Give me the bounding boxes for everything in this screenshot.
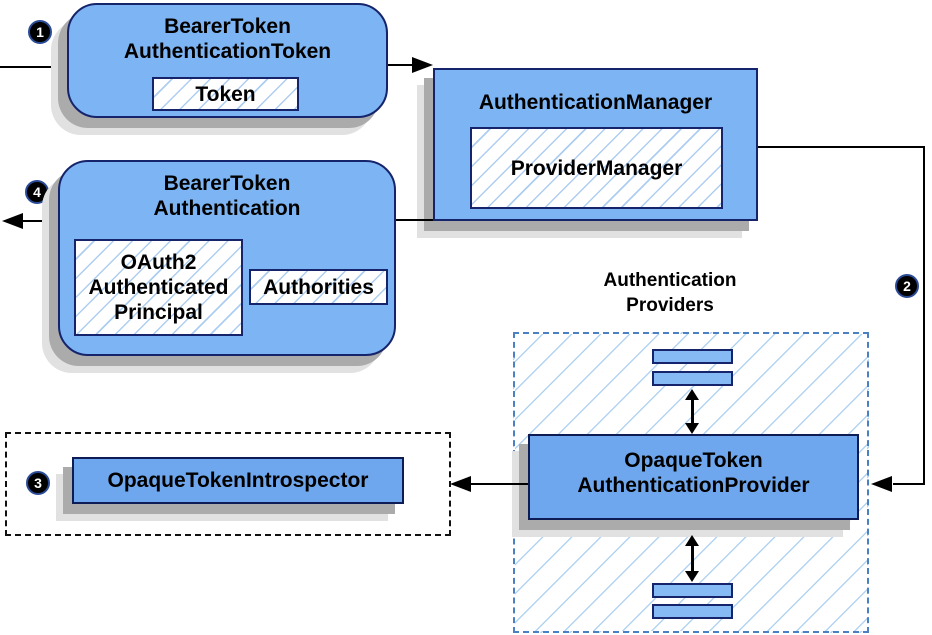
token-chip: Token (152, 77, 299, 111)
principal-line3: Principal (114, 301, 203, 324)
provider-stub-bottom-1 (652, 583, 733, 598)
authorities-label: Authorities (263, 275, 374, 299)
provider-stub-bottom-2 (652, 604, 733, 619)
principal-line2: Authenticated (88, 276, 229, 299)
request-in-line (0, 66, 69, 68)
authentication-providers-label-line1: Authentication (603, 270, 737, 291)
opaque-token-authentication-provider-line1: OpaqueToken (624, 449, 763, 472)
authentication-manager-box: AuthenticationManager ProviderManager (433, 68, 758, 221)
bearer-token-authentication-box: BearerToken Authentication OAuth2 Authen… (58, 160, 396, 356)
authentication-manager-title: AuthenticationManager (478, 91, 713, 114)
bearer-token-authentication-token-title-line2: AuthenticationToken (123, 40, 332, 63)
opaque-token-introspector-box: OpaqueTokenIntrospector (72, 457, 404, 504)
step-2-badge: 2 (895, 274, 919, 298)
authentication-providers-label-line2: Providers (626, 295, 714, 316)
bearer-token-authentication-token-title-line1: BearerToken (164, 15, 291, 38)
principal-line1: OAuth2 (120, 251, 197, 274)
opaque-token-authentication-provider-box: OpaqueToken AuthenticationProvider (528, 434, 859, 520)
double-arrow-bottom-icon (684, 535, 700, 582)
authentication-providers-label: Authentication Providers (560, 268, 780, 318)
provider-to-introspector-line (466, 483, 528, 485)
to-manager-line (388, 64, 414, 66)
double-arrow-top-icon (684, 389, 700, 434)
result-out-line (20, 220, 60, 222)
manager-to-providers-line-bottom (893, 483, 925, 485)
provider-stub-top-2 (652, 371, 733, 386)
result-out-arrowhead-icon (2, 213, 23, 229)
manager-to-providers-line-top (758, 146, 925, 148)
oauth2-authenticated-principal-chip: OAuth2 Authenticated Principal (74, 239, 243, 336)
opaque-token-introspector-label: OpaqueTokenIntrospector (107, 469, 369, 492)
to-introspector-arrowhead-icon (450, 476, 471, 492)
manager-to-providers-line-vertical (923, 146, 925, 485)
provider-stub-top-1 (652, 349, 733, 364)
provider-manager-label: ProviderManager (510, 156, 683, 180)
bearer-token-authentication-title-line2: Authentication (153, 197, 301, 220)
step-4-badge: 4 (25, 180, 49, 204)
to-provider-arrowhead-icon (871, 476, 892, 492)
manager-to-authentication-line (396, 219, 433, 221)
step-3-badge: 3 (26, 471, 50, 495)
authorities-chip: Authorities (249, 269, 388, 305)
bearer-token-authentication-token-box: BearerToken AuthenticationToken Token (67, 3, 388, 118)
opaque-token-authentication-provider-line2: AuthenticationProvider (577, 474, 810, 497)
to-manager-arrowhead-icon (412, 57, 433, 73)
step-1-badge: 1 (28, 20, 52, 44)
bearer-token-authentication-title-line1: BearerToken (163, 172, 291, 195)
token-label: Token (195, 82, 256, 106)
provider-manager-chip: ProviderManager (470, 127, 723, 209)
